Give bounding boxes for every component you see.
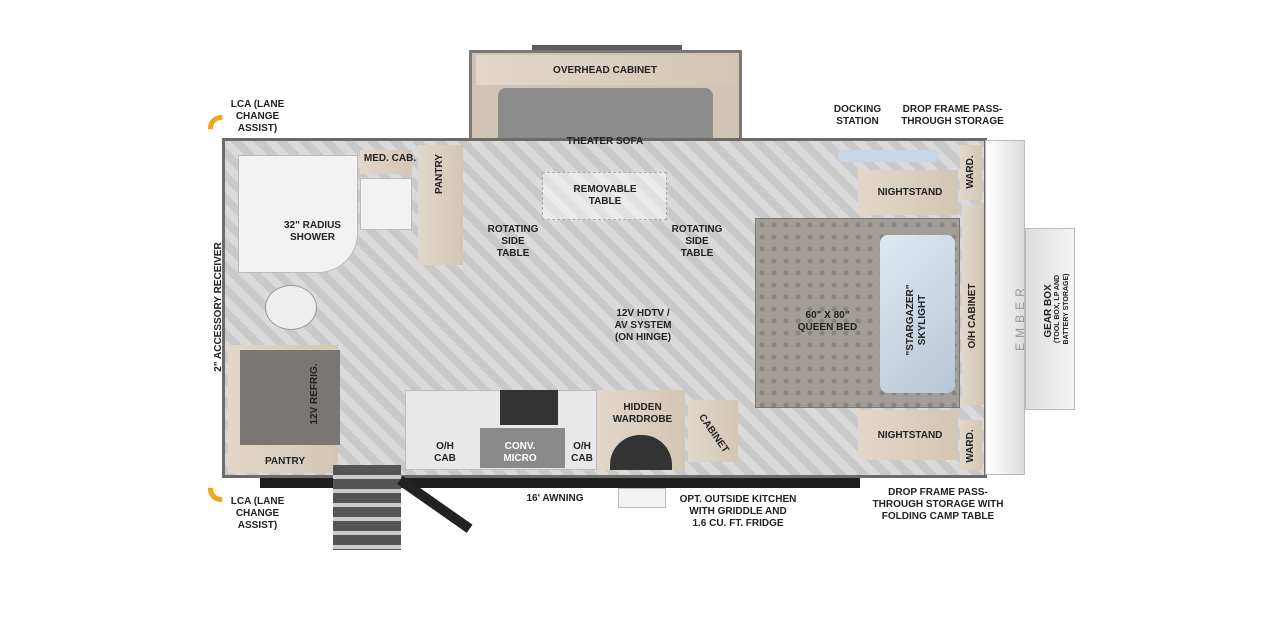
label-drop-frame-top: DROP FRAME PASS- THROUGH STORAGE — [901, 104, 1004, 127]
label-conv-micro: CONV. MICRO — [503, 441, 537, 464]
label-docking-station: DOCKING STATION — [833, 104, 882, 127]
label-overhead-cabinet: OVERHEAD CABINET — [553, 65, 657, 76]
awning[interactable] — [260, 478, 860, 488]
label-removable-table: REMOVABLE TABLE — [573, 184, 637, 207]
label-ward-bottom: WARD. — [965, 429, 976, 463]
label-lca-bottom: LCA (LANE CHANGE ASSIST) — [230, 496, 285, 531]
shower — [238, 155, 358, 273]
label-pantry-top: PANTRY — [434, 154, 445, 194]
slide-out-seal — [532, 45, 682, 50]
label-med-cab: MED. CAB. — [363, 153, 417, 164]
refrigerator — [240, 350, 340, 445]
label-refrig: 12V REFRIG. — [309, 363, 320, 425]
label-outside-kitchen: OPT. OUTSIDE KITCHEN WITH GRIDDLE AND 1.… — [679, 494, 797, 529]
stove — [500, 390, 558, 425]
cabinet — [688, 400, 738, 462]
label-awning: 16' AWNING — [526, 493, 584, 504]
wardrobe-bottom — [960, 420, 982, 470]
outside-kitchen — [618, 488, 666, 508]
label-hidden-wardrobe: HIDDEN WARDROBE — [612, 402, 673, 425]
label-drop-frame-bottom: DROP FRAME PASS- THROUGH STORAGE WITH FO… — [872, 487, 1004, 522]
wardrobe-top — [960, 145, 982, 200]
removable-table — [542, 172, 667, 220]
microwave — [480, 428, 565, 468]
label-gear-box-sub: (TOOL BOX, LP AND BATTERY STORAGE) — [1054, 273, 1070, 345]
label-accessory-receiver: 2" ACCESSORY RECEIVER — [213, 242, 224, 372]
sink — [360, 178, 412, 230]
nightstand-top — [858, 170, 958, 215]
label-oh-cabinet-front: O/H CABINET — [967, 283, 978, 349]
label-shower: 32" RADIUS SHOWER — [284, 220, 341, 243]
oh-cabinet-front — [962, 205, 984, 405]
label-nightstand-top: NIGHTSTAND — [877, 187, 943, 198]
entry-steps[interactable] — [333, 465, 401, 550]
label-lca-top: LCA (LANE CHANGE ASSIST) — [230, 99, 285, 134]
label-rotating-side-table: ROTATING SIDE TABLE — [671, 224, 723, 259]
pantry-top — [418, 145, 463, 265]
docking-station — [838, 150, 938, 162]
label-pantry-bottom: PANTRY — [265, 456, 305, 467]
ember-logo: EMBER — [1013, 283, 1027, 351]
skylight — [880, 235, 955, 393]
label-hdtv: 12V HDTV / AV SYSTEM (ON HINGE) — [614, 308, 672, 343]
label-skylight: "STARGAZER" SKYLIGHT — [905, 284, 928, 356]
label-ward-top: WARD. — [965, 155, 976, 189]
med-cabinet — [360, 150, 412, 174]
overhead-cabinet — [476, 55, 735, 85]
label-oh-cab-left: O/H CAB — [434, 441, 456, 464]
gear-box — [1025, 228, 1075, 410]
front-cap — [985, 140, 1025, 475]
label-nightstand-bottom: NIGHTSTAND — [877, 430, 943, 441]
label-oh-cab-right: O/H CAB — [571, 441, 593, 464]
toilet — [265, 285, 317, 330]
label-queen-bed: 60" X 80" QUEEN BED — [797, 310, 858, 333]
lca-sensor-icon — [208, 115, 223, 130]
nightstand-bottom — [858, 410, 958, 460]
label-theater-sofa: THEATER SOFA — [566, 136, 644, 147]
label-rotating-side-table: ROTATING SIDE TABLE — [487, 224, 539, 259]
